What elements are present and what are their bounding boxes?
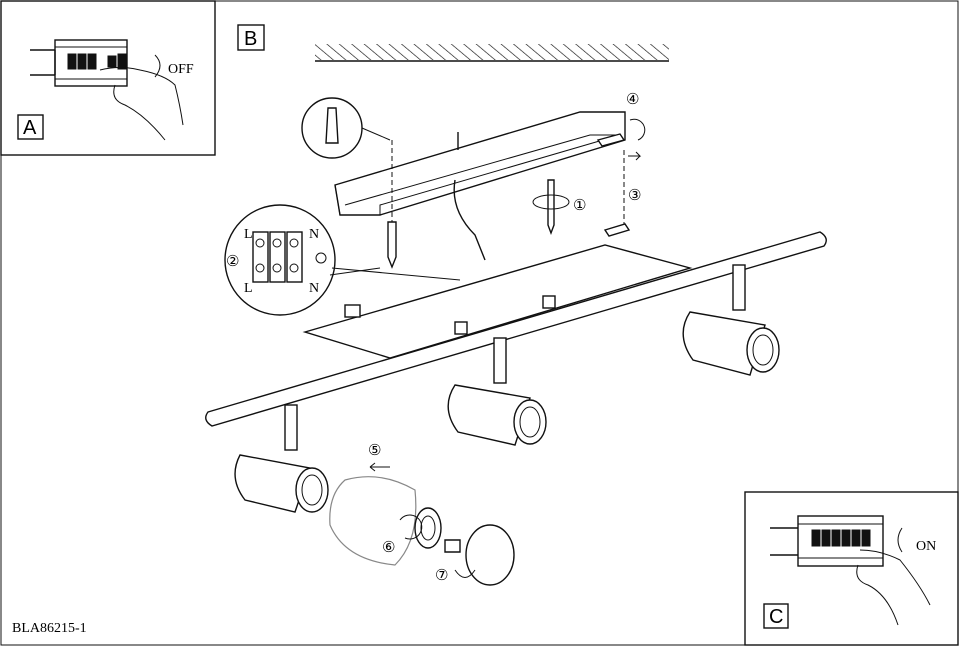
- panel-c: ON C: [744, 491, 959, 646]
- arrow-icon: [369, 462, 390, 472]
- step-7: ⑦: [435, 566, 448, 584]
- step-6: ⑥: [382, 538, 395, 556]
- ceiling-hatch: [315, 44, 669, 60]
- terminal-top-l: L: [244, 227, 253, 242]
- rotate-arrow-icon: [532, 194, 570, 210]
- breaker-box-icon: [30, 39, 128, 87]
- ground-icon: [315, 252, 327, 264]
- hand-icon: [856, 549, 931, 626]
- step-3: ③: [628, 186, 641, 204]
- terminal-block-callout: [224, 204, 461, 316]
- glass-shade: [329, 476, 417, 566]
- retaining-ring: [414, 507, 442, 549]
- spot-bar: [205, 231, 827, 427]
- panel-c-label: C: [769, 606, 783, 628]
- spotlight-3: [682, 264, 780, 376]
- panel-b-label: B: [244, 28, 257, 50]
- step-4: ④: [626, 90, 639, 108]
- side-screw-icon: [596, 133, 626, 147]
- terminal-bottom-l: L: [244, 281, 253, 296]
- rotate-arrow-icon: [629, 118, 646, 141]
- rotate-arrow-icon: [897, 527, 903, 553]
- document-code: BLA86215-1: [12, 621, 87, 636]
- screw-icon: [547, 179, 555, 235]
- mounting-plate: [302, 244, 693, 359]
- bulb-icon: [444, 524, 515, 586]
- canopy-box: [334, 111, 626, 216]
- screw-icon: [387, 221, 397, 269]
- rotate-arrow-icon: [454, 569, 476, 578]
- spotlight-2: [447, 337, 547, 446]
- rotate-arrow-icon: [399, 514, 423, 540]
- terminal-top-n: N: [309, 227, 319, 242]
- wall-plug-callout: [301, 97, 391, 159]
- hand-icon: [99, 67, 184, 141]
- panel-a: OFF A: [0, 0, 216, 156]
- step-5: ⑤: [368, 441, 381, 459]
- terminal-bottom-n: N: [309, 281, 319, 296]
- side-screw-icon: [603, 223, 631, 237]
- spotlight-1: [234, 404, 329, 513]
- power-cable: [453, 179, 486, 261]
- step-1: ①: [573, 196, 586, 214]
- off-label: OFF: [168, 62, 194, 77]
- breaker-box-icon: [770, 515, 884, 567]
- panel-a-label: A: [23, 117, 37, 139]
- rotate-arrow-icon: [154, 54, 161, 78]
- step-2: ②: [226, 252, 239, 270]
- on-label: ON: [916, 539, 936, 554]
- arrow-icon: [628, 151, 642, 161]
